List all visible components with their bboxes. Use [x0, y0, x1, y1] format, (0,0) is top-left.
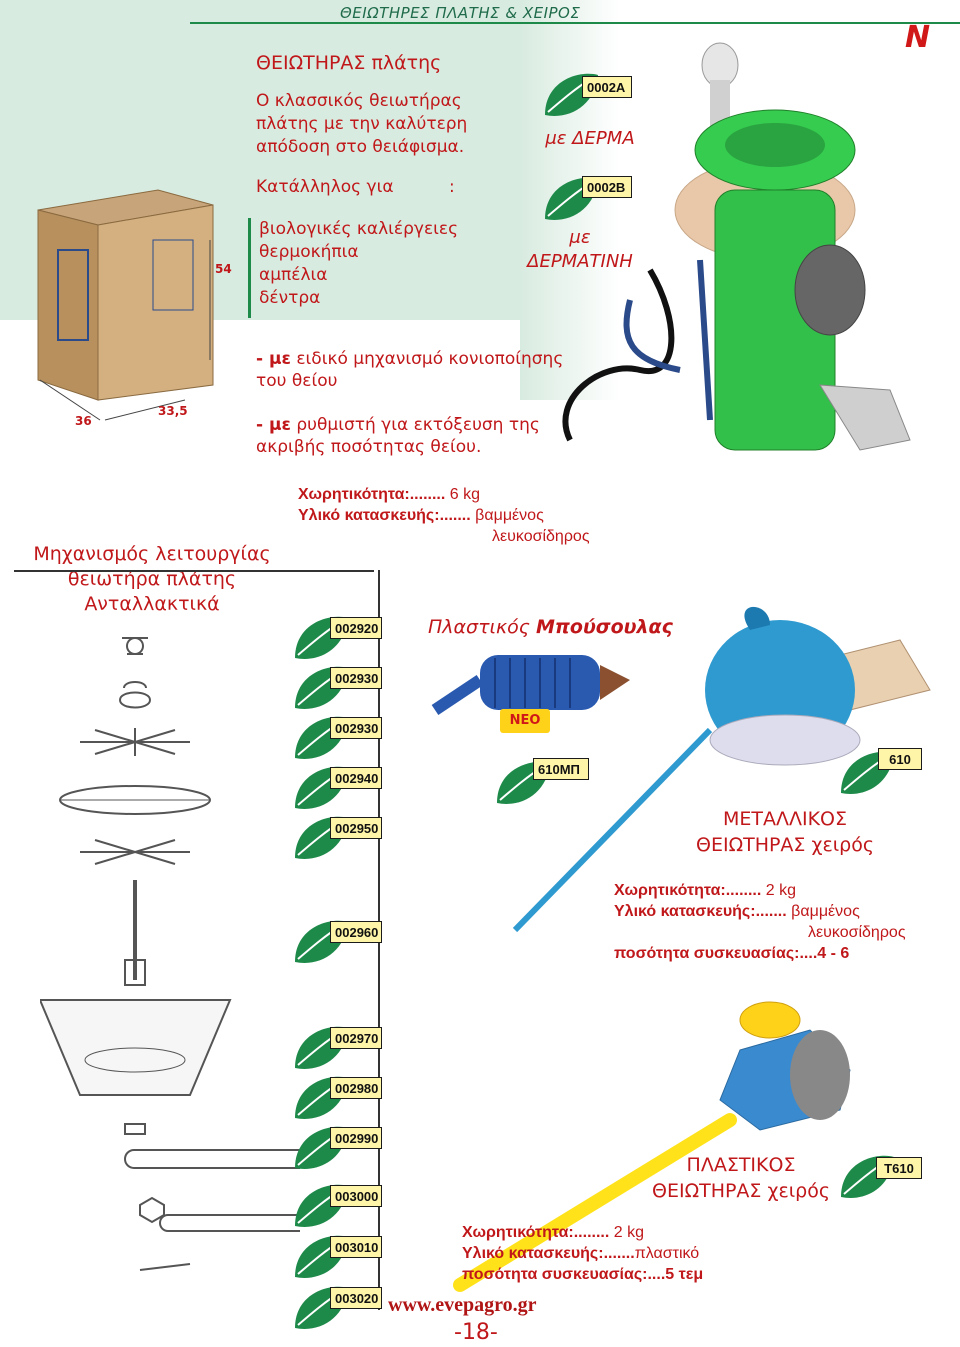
title-line: ΘΕΙΩΤΗΡΑΣ χειρός	[696, 834, 874, 856]
corner-letter: N	[905, 20, 931, 55]
suitable-text: Κατάλληλος για	[256, 177, 394, 197]
pack-label: ποσότητα συσκευασίας:	[462, 1266, 648, 1283]
material-value: βαμμένος	[786, 903, 860, 920]
backpack-duster-image	[562, 42, 911, 451]
capacity-label: Χωρητικότητα:........	[614, 882, 762, 899]
feature-prefix: - με	[256, 415, 291, 435]
material-value: βαμμένος	[470, 507, 544, 524]
part-code: 002930	[330, 667, 382, 689]
mechanism-line: Μηχανισμός λειτουργίας	[33, 543, 271, 565]
backpack-title: ΘΕΙΩΤΗΡΑΣ πλάτης	[256, 52, 442, 74]
part-code: 003010	[330, 1236, 382, 1258]
capacity-value: 2 kg	[609, 1224, 644, 1241]
pack-value: ....4 - 6	[799, 945, 850, 962]
boussoulas-code: 610ΜΠ	[533, 758, 589, 780]
crop-item: αμπέλια	[259, 265, 328, 285]
page-number: -18-	[454, 1320, 498, 1345]
variant-label-leatherette: με ΔΕΡΜΑΤΙΝΗ	[520, 226, 640, 274]
variant-code-0002b: 0002B	[582, 176, 632, 198]
box-depth-label: 33,5	[158, 404, 188, 418]
material-label: Υλικό κατασκευής:.......	[462, 1245, 635, 1262]
mechanism-line: Ανταλλακτικά	[84, 593, 220, 615]
backpack-description: Ο κλασσικός θειωτήρας πλάτης με την καλύ…	[256, 90, 516, 159]
material-label: Υλικό κατασκευής:.......	[614, 903, 787, 920]
backpack-specs: Χωρητικότητα:........ 6 kg Υλικό κατασκε…	[298, 484, 590, 547]
crop-item: δέντρα	[259, 288, 321, 308]
suitable-colon: :	[448, 177, 455, 197]
desc-line: Ο κλασσικός θειωτήρας	[256, 91, 462, 111]
part-code: 002990	[330, 1127, 382, 1149]
boussoulas-name: Μπούσουλας	[535, 616, 673, 638]
pack-label: ποσότητα συσκευασίας:	[614, 945, 800, 962]
capacity-value: 6 kg	[445, 486, 480, 503]
part-code: 002980	[330, 1077, 382, 1099]
feature-text-line2: ακριβής ποσότητας θείου.	[256, 437, 482, 457]
plastic-hand-duster-image	[453, 1001, 851, 1292]
parts-exploded-drawing	[40, 637, 300, 1271]
crop-item: βιολογικές καλιέργειες	[259, 219, 459, 239]
boussoulas-image	[431, 655, 630, 715]
boussoulas-label: Πλαστικός Μπούσουλας	[428, 616, 673, 638]
capacity-label: Χωρητικότητα:........	[298, 486, 446, 503]
material-label: Υλικό κατασκευής:.......	[298, 507, 471, 524]
material-value-line2: λευκοσίδηρος	[808, 924, 906, 941]
pack-value: ....5 τεμ	[647, 1266, 704, 1283]
feature-dusting: - με ειδικό μηχανισμό κονιοποίησης του θ…	[256, 348, 563, 392]
feature-regulator: - με ρυθμιστή για εκτόξευση της ακριβής …	[256, 414, 540, 458]
suitable-label: Κατάλληλος για :	[256, 177, 455, 197]
part-code: 002950	[330, 817, 382, 839]
title-line: ΜΕΤΑΛΛΙΚΟΣ	[722, 808, 848, 830]
part-code: 002930	[330, 717, 382, 739]
desc-line: απόδοση στο θειάφισμα.	[256, 137, 465, 157]
section-rule	[14, 570, 374, 572]
page-header: ΘΕΙΩΤΗΡΕΣ ΠΛΑΤΗΣ & ΧΕΙΡΟΣ	[340, 4, 581, 22]
feature-text: ρυθμιστή για εκτόξευση της	[290, 415, 540, 435]
website-link[interactable]: www.evepagro.gr	[388, 1294, 537, 1316]
feature-text-line2: του θείου	[256, 371, 338, 391]
variant-line: ΔΕΡΜΑΤΙΝΗ	[527, 251, 633, 272]
plastic-hand-code: T610	[876, 1157, 922, 1179]
part-code: 003000	[330, 1185, 382, 1207]
box-width-label: 36	[75, 414, 92, 428]
metal-hand-specs: Χωρητικότητα:........ 2 kg Υλικό κατασκε…	[614, 880, 906, 964]
material-value: πλαστικό	[634, 1245, 700, 1262]
part-code: 003020	[330, 1287, 382, 1309]
plastic-hand-title: ΠΛΑΣΤΙΚΟΣ ΘΕΙΩΤΗΡΑΣ χειρός	[646, 1152, 836, 1204]
desc-line: πλάτης με την καλύτερη	[256, 114, 468, 134]
mechanism-line: θειωτήρα πλάτης	[67, 568, 237, 590]
boussoulas-prefix: Πλαστικός	[428, 616, 536, 638]
variant-label-leather: με ΔΕΡΜΑ	[545, 128, 635, 149]
capacity-label: Χωρητικότητα:........	[462, 1224, 610, 1241]
metal-hand-duster-image	[512, 606, 931, 933]
part-code: 002920	[330, 617, 382, 639]
part-code: 002940	[330, 767, 382, 789]
metal-hand-title: ΜΕΤΑΛΛΙΚΟΣ ΘΕΙΩΤΗΡΑΣ χειρός	[690, 806, 880, 858]
material-value-line2: λευκοσίδηρος	[492, 528, 590, 545]
variant-line: με	[569, 227, 591, 248]
feature-text: ειδικό μηχανισμό κονιοποίησης	[290, 349, 564, 369]
capacity-value: 2 kg	[761, 882, 796, 899]
title-line: ΘΕΙΩΤΗΡΑΣ χειρός	[652, 1180, 830, 1202]
title-line: ΠΛΑΣΤΙΚΟΣ	[686, 1154, 796, 1176]
mechanism-title: Μηχανισμός λειτουργίας θειωτήρα πλάτης Α…	[32, 542, 272, 617]
parts-codes: 002920 002930 002930 002940 002950 002960 0029…	[290, 0, 390, 1347]
feature-prefix: - με	[256, 349, 291, 369]
metal-hand-code: 610	[878, 748, 922, 770]
box-illustration	[37, 189, 214, 401]
box-dimension-lines	[39, 240, 211, 421]
plastic-hand-specs: Χωρητικότητα:........ 2 kg Υλικό κατασκε…	[462, 1222, 703, 1285]
part-code: 002960	[330, 921, 382, 943]
new-badge: ΝΕΟ	[500, 709, 550, 733]
crop-item: θερμοκήπια	[259, 242, 359, 262]
variant-code-0002a: 0002A	[582, 76, 632, 98]
crops-list: βιολογικές καλιέργειες θερμοκήπια αμπέλι…	[248, 218, 524, 318]
part-code: 002970	[330, 1027, 382, 1049]
box-height-label: 54	[215, 262, 232, 276]
header-rule	[190, 22, 960, 24]
